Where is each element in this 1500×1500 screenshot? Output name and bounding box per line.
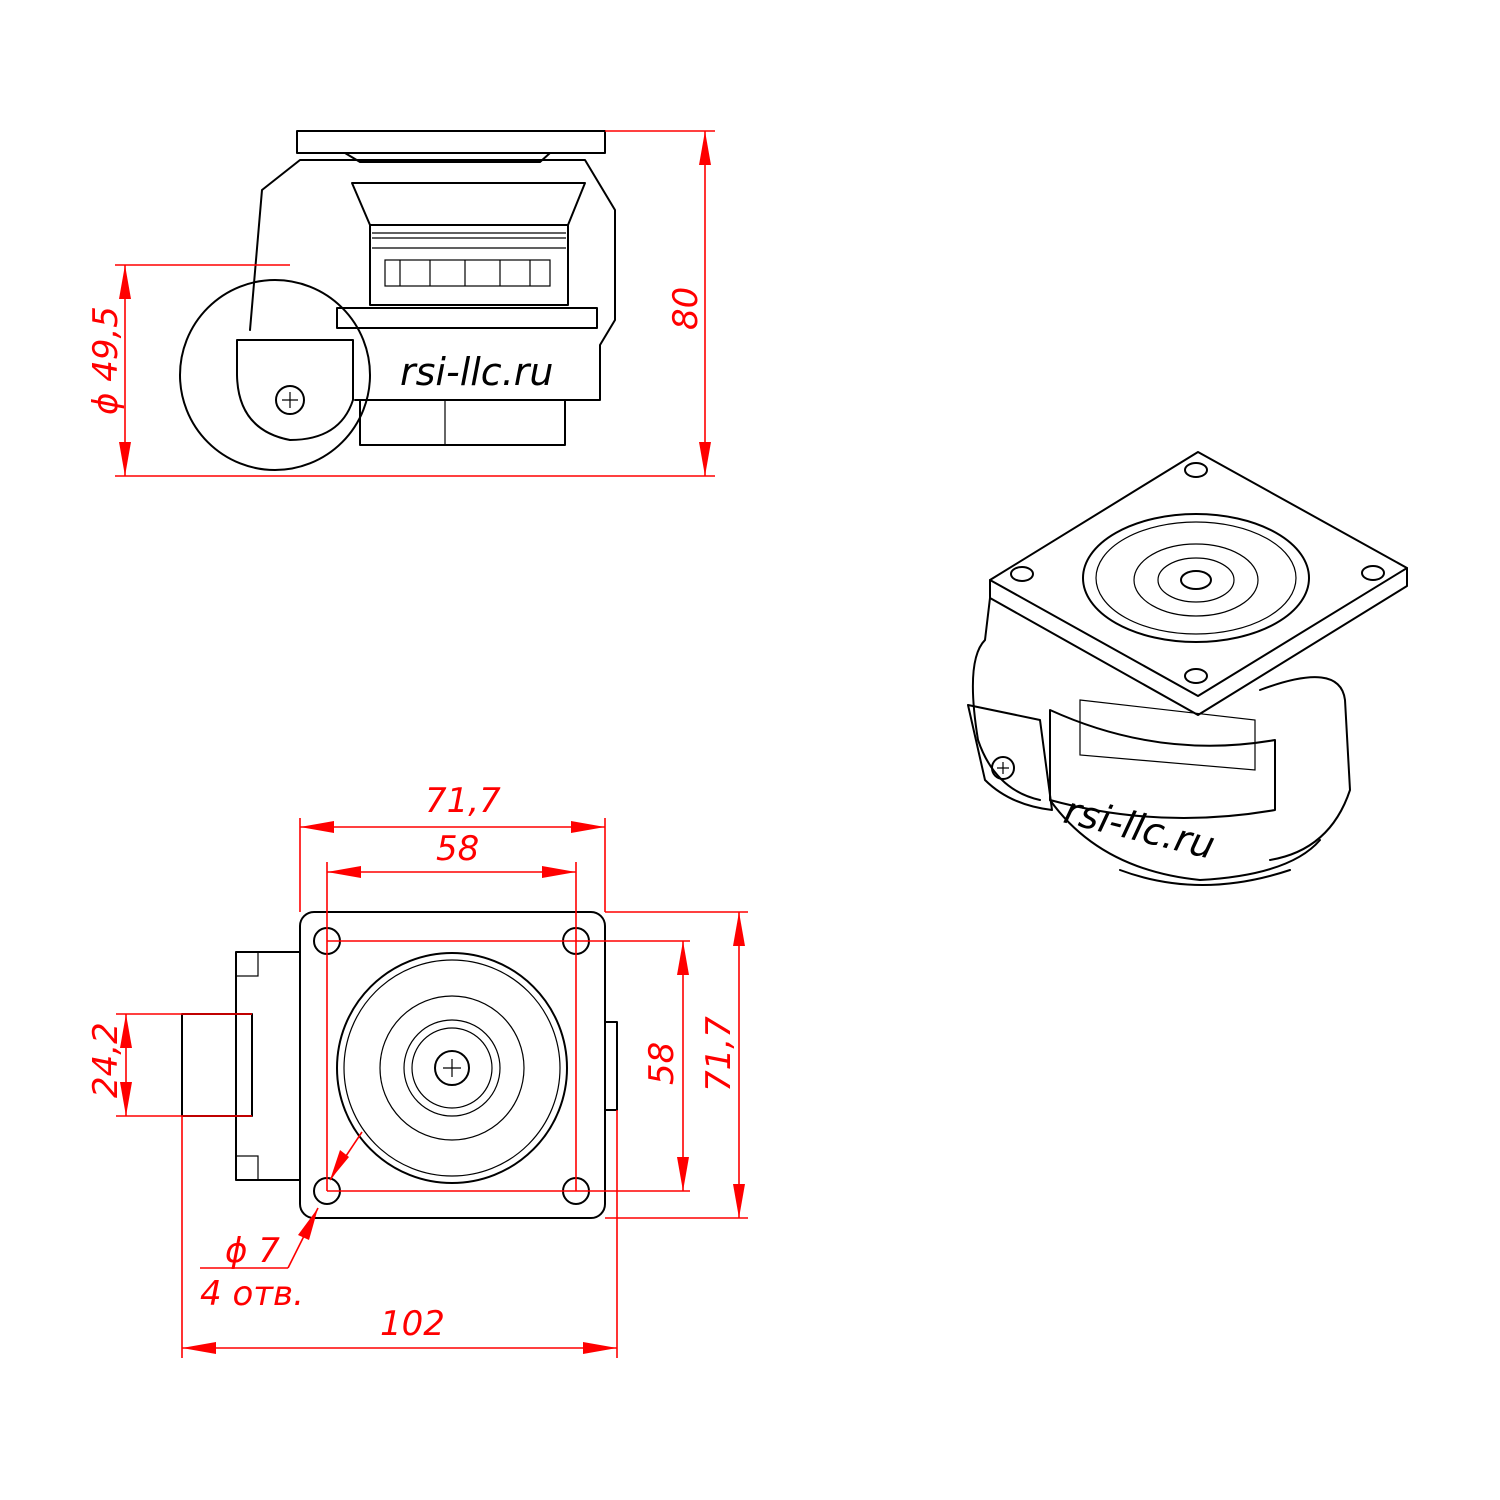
- iso-foot-pad: [1119, 869, 1291, 886]
- housing-notch-bottom: [235, 1155, 259, 1181]
- iso-wheel-left: [971, 597, 1041, 801]
- side-housing: [249, 159, 616, 401]
- iso-screw-cross-icon: [997, 762, 1009, 774]
- iso-base-ring: [1049, 709, 1276, 819]
- side-logo-text: rsi-llc.ru: [400, 350, 553, 394]
- top-bearing-ring: [379, 995, 525, 1141]
- top-bearing-core: [411, 1027, 493, 1109]
- iso-plate-ring-outer: [1082, 513, 1310, 643]
- dim-plate-width-label: 71,7: [425, 781, 501, 821]
- iso-housing-right: [1259, 676, 1351, 861]
- side-dimensions: 80 ϕ 49,5: [86, 130, 715, 477]
- iso-wheel-bracket: [967, 704, 1053, 811]
- side-wheel-bracket: [236, 339, 354, 441]
- bolt-cross-icon: [443, 1059, 461, 1077]
- top-wheel: [181, 1013, 253, 1117]
- iso-logo-text: rsi-llc.ru: [1060, 788, 1220, 868]
- iso-center-hole: [1180, 570, 1212, 590]
- top-plate-ring: [343, 959, 561, 1177]
- iso-axle-screw: [991, 756, 1015, 780]
- iso-top-plate: [989, 451, 1408, 697]
- side-adjuster-nut: [384, 259, 551, 287]
- iso-hole-left: [1010, 566, 1034, 582]
- dim-hole-count-label: 4 отв.: [200, 1274, 304, 1314]
- iso-plate-ring: [1095, 521, 1297, 635]
- screw-cross-icon: [282, 392, 298, 408]
- top-side-lug: [604, 1021, 618, 1111]
- side-adjuster-lines: [372, 232, 566, 249]
- dim-overall-length-label: 102: [380, 1304, 445, 1344]
- top-dimensions: 71,7 58 58 71,7 24,2 102: [86, 781, 748, 1358]
- iso-plate-edge: [989, 567, 1408, 716]
- side-base-ledge: [336, 307, 598, 329]
- side-foot-pad: [359, 399, 566, 446]
- top-bearing-inner: [403, 1019, 501, 1117]
- side-nut-lines: [399, 260, 531, 286]
- dim-wheel-diameter-label: ϕ 49,5: [86, 306, 126, 415]
- iso-hole-right: [1361, 565, 1385, 581]
- side-mount-plate: [296, 130, 606, 154]
- isometric-view: rsi-llc.ru: [967, 451, 1408, 886]
- side-adjuster-body: [369, 224, 569, 306]
- side-upper-collar: [351, 182, 586, 226]
- dim-wheel-width-label: 24,2: [86, 1022, 126, 1098]
- side-wheel: [179, 279, 371, 471]
- iso-hole-bottom: [1184, 668, 1208, 684]
- iso-hole-top: [1184, 462, 1208, 478]
- side-axle-screw: [275, 385, 305, 415]
- dim-hole-spacing-x-label: 58: [436, 829, 479, 869]
- dim-plate-height-label: 71,7: [699, 1016, 739, 1092]
- iso-bearing-ring: [1133, 543, 1259, 617]
- top-wheel-housing: [235, 951, 301, 1181]
- top-view: [181, 911, 618, 1219]
- side-view: rsi-llc.ru: [179, 130, 616, 471]
- top-center-bolt: [434, 1050, 470, 1086]
- iso-housing-bottom: [1049, 799, 1321, 881]
- housing-notch-top: [235, 951, 259, 977]
- dim-height-label: 80: [666, 287, 706, 330]
- dim-hole-spacing-y-label: 58: [642, 1042, 682, 1085]
- iso-bearing-inner: [1157, 557, 1235, 603]
- dim-hole-diameter-label: ϕ 7: [225, 1231, 280, 1271]
- top-plate-ring-outer: [336, 952, 568, 1184]
- iso-adjuster: [1079, 699, 1256, 771]
